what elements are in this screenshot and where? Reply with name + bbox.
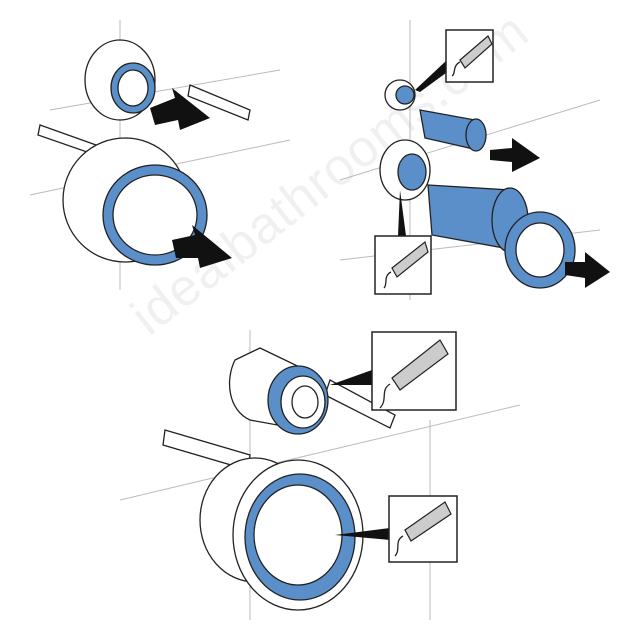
lubricant-tube-icon bbox=[451, 35, 493, 77]
arrow-icon bbox=[172, 225, 232, 268]
step-2-illustration bbox=[339, 20, 610, 300]
step-3-illustration bbox=[119, 330, 521, 620]
step-1-illustration bbox=[29, 20, 291, 290]
arrow-icon bbox=[150, 88, 210, 130]
lubricant-tube-icon bbox=[383, 240, 429, 289]
lubricant-tube-icon bbox=[379, 339, 449, 409]
arrow-icon bbox=[490, 138, 540, 172]
arrow-icon bbox=[565, 252, 610, 288]
lubricant-tube-icon bbox=[394, 501, 452, 557]
